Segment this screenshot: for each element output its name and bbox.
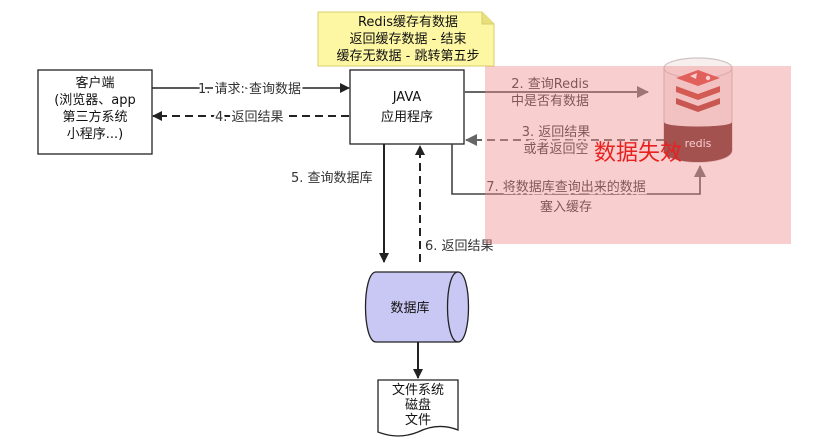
file-document: 文件系统 磁盘 文件 [377,379,459,437]
file-line-3: 文件 [405,413,431,428]
file-line-2: 磁盘 [405,397,431,413]
redis-logo-icon [676,70,720,112]
file-line-1: 文件系统 [392,383,444,398]
label-step7-line2: 塞入缓存 [540,199,592,215]
label-step5: 5. 查询数据库 [291,170,373,186]
arrow-step7 [451,144,706,195]
label-step4: 4. 返回结果 [215,110,284,125]
redis-logo-text: redis [685,137,712,150]
label-step1: 1. 请求: 查询数据 [198,82,301,97]
client-line-2: (浏览器、app [54,92,136,108]
sticky-note: Redis缓存有数据 返回缓存数据 - 结束 缓存无数据 - 跳转第五步 [317,11,495,67]
java-line-1: JAVA [392,90,422,105]
note-line-2: 返回缓存数据 - 结束 [350,32,467,47]
data-invalid-overlay [485,66,791,244]
label-step3-line2: 或者返回空 [523,142,588,157]
label-step2-line2: 中是否有数据 [511,94,589,109]
database-label: 数据库 [390,300,429,316]
label-step2-line1: 2. 查询Redis [511,77,589,92]
java-app-box: JAVA 应用程序 [349,69,465,145]
note-line-1: Redis缓存有数据 [358,15,458,30]
label-step6: 6. 返回结果 [425,239,494,254]
client-box: 客户端 (浏览器、app 第三方系统 小程序...) [37,69,153,155]
client-line-3: 第三方系统 [62,109,127,125]
client-line-1: 客户端 [75,75,114,91]
database-cylinder: 数据库 [364,271,470,343]
note-line-3: 缓存无数据 - 跳转第五步 [337,49,480,64]
java-line-2: 应用程序 [381,109,433,125]
label-step3-line1: 3. 返回结果 [522,125,591,140]
data-invalid-label: 数据失效 [594,141,682,166]
client-line-4: 小程序...) [67,127,123,142]
label-step7-line1: 7. 将数据库查询出来的数据 [486,179,646,195]
redis-cylinder: redis [663,57,733,163]
